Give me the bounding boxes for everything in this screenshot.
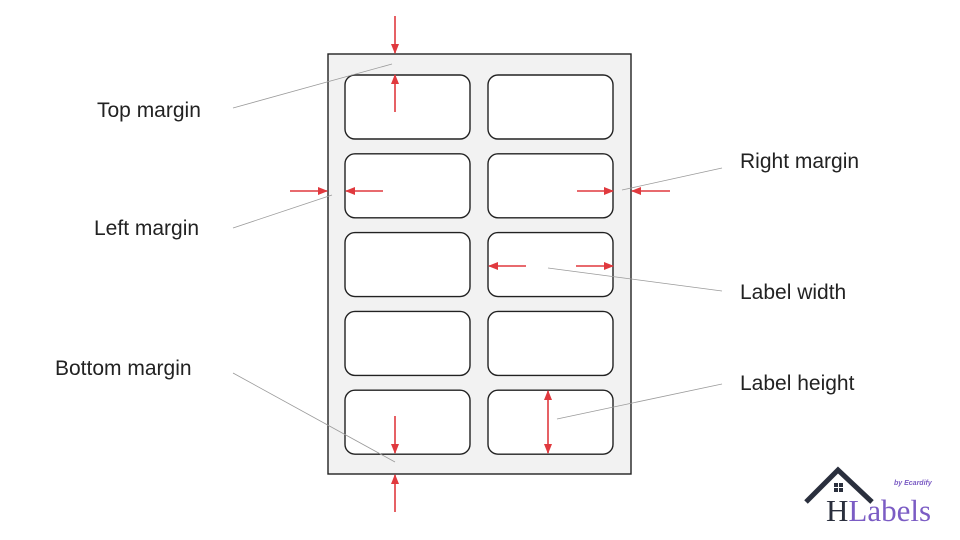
top-margin-leader	[232, 63, 393, 109]
label-cell	[487, 231, 614, 298]
label-cell	[344, 74, 471, 140]
dimension-arrows	[290, 16, 670, 512]
label-cell	[344, 231, 471, 298]
label-height-leader	[556, 383, 723, 420]
label-height-label: Label height	[740, 372, 855, 395]
label-cell	[487, 310, 614, 377]
right-margin-leader	[621, 167, 723, 191]
label-width-leader	[547, 267, 723, 292]
logo-wordmark: HLabels	[826, 493, 931, 528]
bottom-margin-label: Bottom margin	[55, 357, 192, 380]
label-cell	[344, 389, 471, 455]
hlabels-logo: by Ecardify HLabels	[804, 466, 933, 528]
leader-lines	[232, 63, 723, 463]
label-cell	[344, 153, 471, 219]
bottom-margin-leader	[232, 372, 396, 463]
label-grid	[344, 74, 614, 455]
left-margin-label: Left margin	[94, 217, 200, 240]
label-width-label: Label width	[740, 281, 847, 304]
label-cell	[487, 74, 614, 140]
top-margin-label: Top margin	[97, 99, 201, 122]
label-cell	[487, 153, 614, 219]
label-cell	[344, 310, 471, 377]
house-roof-icon	[804, 466, 874, 504]
left-margin-leader	[232, 194, 333, 229]
right-margin-label: Right margin	[740, 150, 860, 173]
logo-byline: by Ecardify	[894, 480, 933, 487]
label-cell	[487, 389, 614, 455]
